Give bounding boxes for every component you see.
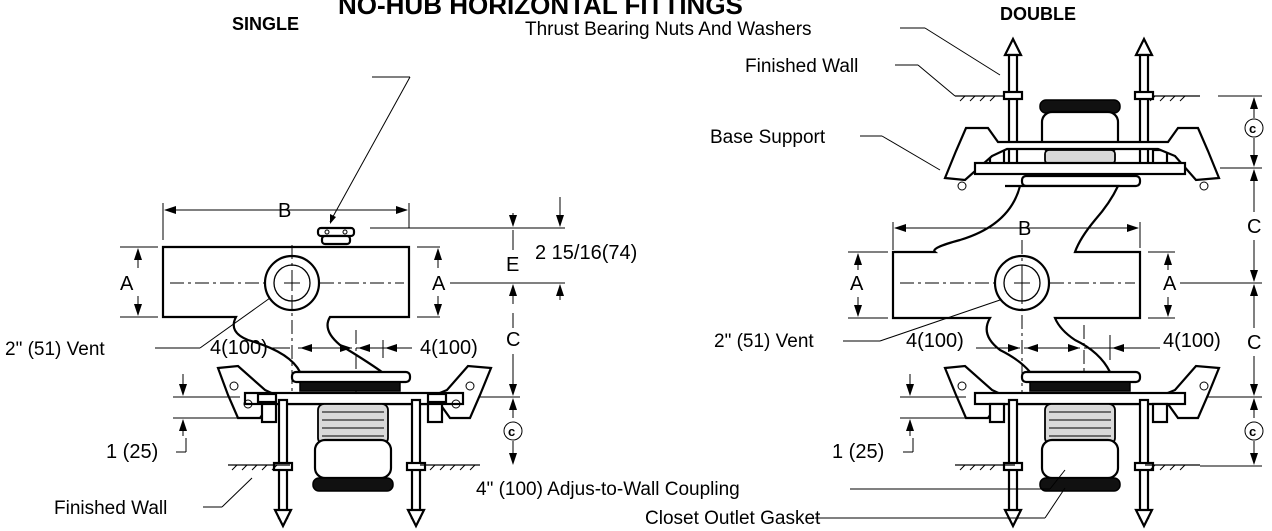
threaded-rods-single (260, 398, 444, 529)
double-view: Thrust Bearing Nuts And Washers Finished… (476, 19, 1264, 529)
dim-centerline-double-bottom: c (1249, 424, 1256, 439)
dim-a-double-left: A (850, 273, 864, 295)
vent-label-double: 2" (51) Vent (714, 331, 814, 352)
dim-a-single-right: A (432, 273, 446, 295)
dim-c-double-top: C (1247, 216, 1261, 238)
dim-a-single-left: A (120, 273, 134, 295)
vent-label-single: 2" (51) Vent (5, 339, 105, 360)
dim-offset-double-right: 4(100) (1163, 330, 1221, 352)
base-support-bottom (943, 364, 1221, 424)
vent-cap-single (316, 226, 356, 246)
dim-offset-single-right: 4(100) (420, 337, 478, 359)
base-support-label: Base Support (710, 127, 826, 148)
dim-e-value-single: 2 15/16(74) (535, 242, 637, 264)
finished-wall-label-single: Finished Wall (54, 498, 167, 519)
base-support-top (943, 126, 1221, 191)
dim-offset-single-left: 4(100) (210, 337, 268, 359)
single-view: B A A (5, 76, 637, 529)
coupling-bottom (1039, 403, 1121, 492)
dim-centerline-single: c (508, 424, 515, 439)
dim-centerline-double-top: c (1249, 121, 1256, 136)
dim-c-single: C (506, 329, 520, 351)
drawing-title: NO-HUB HORIZONTAL FITTINGS (338, 0, 743, 20)
dim-b-single: B (278, 200, 291, 222)
finished-wall-label-top: Finished Wall (745, 56, 858, 77)
coupling-top (1039, 99, 1121, 165)
coupling-single (312, 403, 394, 492)
gasket-label: Closet Outlet Gasket (645, 508, 821, 529)
single-heading: SINGLE (232, 14, 299, 34)
dim-c-double-bottom: C (1247, 332, 1261, 354)
dim-base-gap-double: 1 (25) (832, 441, 884, 463)
coupling-label: 4" (100) Adjus-to-Wall Coupling (476, 479, 740, 500)
base-support-single (216, 364, 493, 420)
dim-offset-double-left: 4(100) (906, 330, 964, 352)
double-heading: DOUBLE (1000, 4, 1076, 24)
dim-base-gap-single: 1 (25) (106, 441, 158, 463)
dim-e-single: E (506, 254, 519, 276)
dim-a-double-right: A (1163, 273, 1177, 295)
dim-b-double: B (1018, 218, 1031, 240)
thrust-bearing-label: Thrust Bearing Nuts And Washers (525, 19, 812, 40)
threaded-rods-bottom (1002, 398, 1155, 529)
